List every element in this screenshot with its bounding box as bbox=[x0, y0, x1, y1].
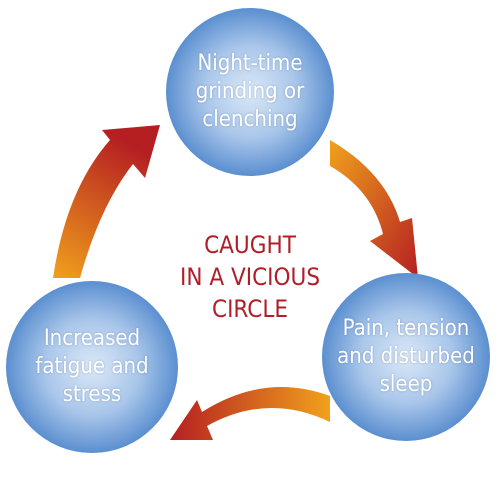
center-title-line: IN A VICIOUS bbox=[179, 263, 321, 291]
center-title-line: CAUGHT bbox=[204, 231, 296, 259]
circle-right bbox=[322, 273, 490, 441]
node-text-line: stress bbox=[62, 382, 122, 407]
node-label-grinding: Night-time grinding or clenching bbox=[175, 37, 325, 147]
node-text-line: Pain, tension bbox=[342, 316, 470, 341]
center-title-line: CIRCLE bbox=[211, 295, 288, 323]
arrow-top-to-right bbox=[330, 140, 418, 278]
node-label-pain: Pain, tension and disturbed sleep bbox=[331, 302, 481, 412]
center-title: CAUGHT IN A VICIOUS CIRCLE bbox=[150, 222, 350, 332]
arrow-left-to-top bbox=[53, 125, 160, 278]
node-label-fatigue: Increased fatigue and stress bbox=[17, 312, 167, 422]
node-text-line: Increased bbox=[43, 326, 141, 351]
node-text-line: Night-time bbox=[197, 51, 303, 76]
circle-top bbox=[166, 8, 334, 176]
arrow-right-to-left bbox=[170, 387, 330, 440]
circle-left bbox=[6, 281, 178, 453]
node-text-line: sleep bbox=[379, 372, 433, 397]
node-text-line: grinding or bbox=[195, 79, 305, 104]
node-text-line: and disturbed bbox=[337, 344, 475, 369]
node-text-line: fatigue and bbox=[35, 354, 149, 379]
node-text-line: clenching bbox=[202, 107, 298, 132]
